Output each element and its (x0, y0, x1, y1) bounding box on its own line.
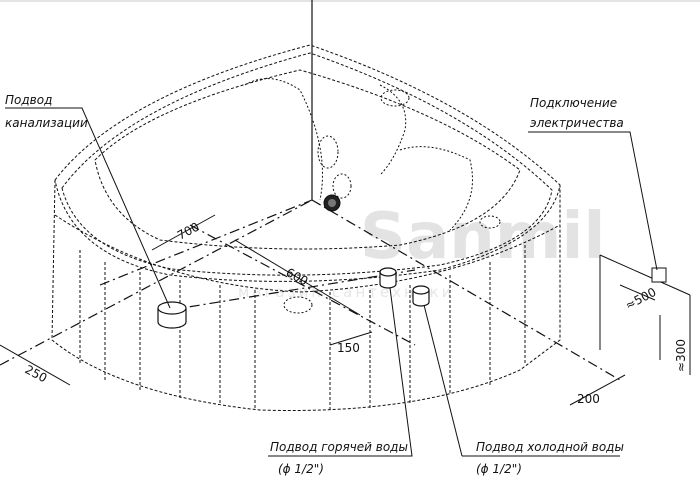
dim-600-line (234, 239, 361, 316)
leader-hot (268, 287, 413, 457)
leader-drain (5, 107, 171, 309)
drain-pipe-icon (157, 301, 187, 329)
axis-700 (189, 224, 416, 346)
hot-water-label-line1: Подвод горячей воды (270, 440, 408, 454)
drain-label-line2: канализации (5, 116, 88, 130)
drain-fitting-icon (323, 194, 341, 212)
power-zone (599, 254, 691, 375)
dim-500-line (619, 284, 656, 301)
interior-armrest (399, 146, 473, 231)
cold-water-label-line1: Подвод холодной воды (476, 440, 624, 454)
tub-skirt (51, 179, 561, 412)
dim-700-text: 700 (175, 220, 202, 243)
dim-250-line (0, 344, 71, 386)
dim-200-text: 200 (577, 392, 600, 406)
rim-outer (54, 44, 561, 282)
power-dim-top (599, 254, 691, 296)
watermark: Sanmil магазин сантехники (238, 200, 605, 301)
interior-jet-3 (479, 215, 501, 229)
electric-socket-icon (651, 267, 667, 283)
tub-rim (54, 44, 561, 282)
interior-headrest (380, 89, 410, 107)
skirt-outline (51, 179, 561, 411)
interior-jet-2 (332, 173, 352, 199)
rim-outer-2 (61, 52, 553, 276)
dim-150-text: 150 (337, 341, 360, 355)
dim-150-line (329, 331, 373, 346)
cold-water-label-line2: (ϕ 1/2") (476, 462, 522, 476)
leader-lines (5, 107, 658, 457)
axis-lines (0, 199, 621, 381)
skirt-top-band (54, 214, 561, 293)
dim-700-line (151, 214, 216, 251)
power-label-line1: Подключение (530, 96, 617, 110)
leader-cold (423, 304, 463, 457)
cold-water-pipe-icon (412, 285, 430, 307)
drain-label-line1: Подвод (5, 93, 52, 107)
tub-interior (244, 78, 501, 314)
watermark-tagline: магазин сантехники (238, 283, 454, 301)
dimension-lines (0, 214, 656, 406)
axis-left-wall (0, 199, 313, 366)
rim-inner (94, 69, 521, 250)
axis-150 (169, 269, 416, 311)
dim-250-text: 250 (23, 362, 50, 385)
hot-water-label-line2: (ϕ 1/2") (278, 462, 324, 476)
front-outlet (283, 296, 313, 314)
watermark-brand: Sanmil (360, 200, 605, 274)
interior-seat-right (379, 84, 407, 176)
interior-seat-left (244, 78, 323, 201)
interior-jet-1 (317, 135, 339, 169)
axis-600 (99, 199, 313, 286)
dim-200-line (569, 374, 626, 406)
power-label-line2: электричества (530, 116, 624, 130)
leader-power (528, 131, 658, 271)
dim-300-text: ≈300 (674, 339, 688, 372)
hot-water-pipe-icon (379, 267, 397, 289)
